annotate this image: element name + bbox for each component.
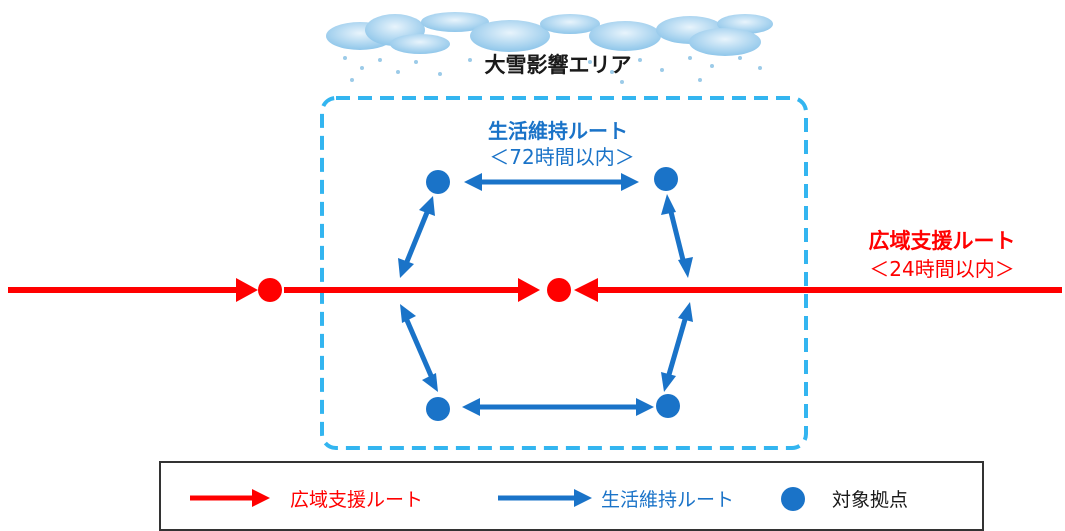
target-base-bottom-right [656,394,680,418]
life-route-arrow-bottom [462,398,654,416]
wide-route-time: ＜24時間以内＞ [869,257,1014,281]
wide-route-name: 広域支援ルート [869,229,1016,253]
life-route-time: ＜72時間以内＞ [489,145,634,169]
target-base-top-right [654,167,678,191]
target-bases [258,167,680,421]
target-base-top-left [426,170,450,194]
life-route-arrow-upper-right [661,194,693,278]
snow-area-label: 大雪影響エリア [485,53,632,77]
wide-route-base-left [258,278,282,302]
legend-target-base-icon [781,487,805,511]
wide-route-arrow-left-inner [284,278,540,302]
snow-clouds-icon [326,12,773,84]
wide-route-base-center [547,278,571,302]
life-route-arrow-upper-left [398,196,435,278]
life-route-arrow-top [464,173,639,191]
legend-life-route-arrow-icon [498,489,592,507]
legend: 広域支援ルート 生活維持ルート 対象拠点 [159,461,984,531]
snow-affected-area-box [320,96,808,450]
legend-wide-route-arrow-icon [190,489,270,507]
life-route-arrow-lower-left [400,304,438,392]
wide-route-arrow-left-outer [8,278,258,302]
legend-wide-route-label: 広域支援ルート [290,489,423,511]
life-route-name: 生活維持ルート [488,119,628,143]
legend-target-base-label: 対象拠点 [832,489,908,511]
wide-route-arrow-right [574,278,1062,302]
life-route-arrow-lower-right [661,302,693,392]
legend-life-route-label: 生活維持ルート [601,489,734,511]
target-base-bottom-left [426,397,450,421]
